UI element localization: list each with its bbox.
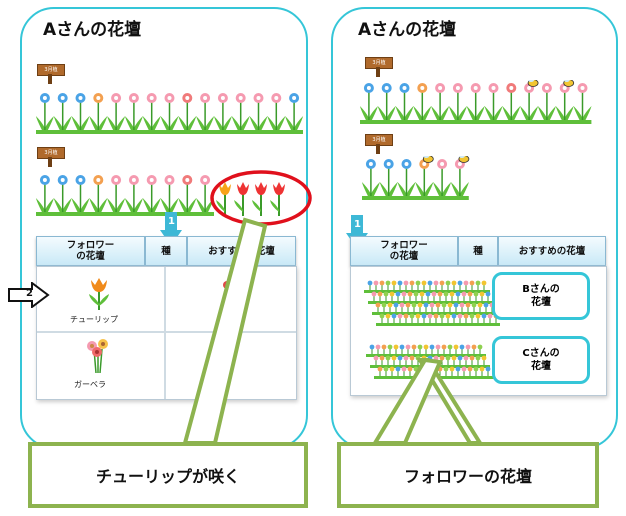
- tulip-group: [216, 182, 285, 216]
- tab-seeds-right[interactable]: 種: [458, 236, 498, 266]
- tab-follower-garden[interactable]: フォロワー の花壇: [36, 236, 145, 266]
- gerbera-icon: [87, 339, 108, 373]
- tulip-icon: [89, 278, 109, 310]
- seed-cell-gerbera[interactable]: ガーベラ: [38, 333, 162, 397]
- left-panel-title: Aさんの花壇: [43, 20, 142, 40]
- follower-garden-b[interactable]: [364, 276, 500, 326]
- right-panel-title: Aさんの花壇: [358, 20, 457, 40]
- tab-follower-garden-right[interactable]: フォロワー の花壇: [350, 236, 458, 266]
- callout-tulip-blooms: チューリップが咲く: [28, 442, 308, 508]
- grid-hline: [37, 331, 296, 333]
- seed-cell-tulip[interactable]: チューリップ: [38, 268, 162, 330]
- right-flowerbed-2: [362, 156, 470, 200]
- bubble-b-garden: Bさんの 花壇: [492, 272, 590, 320]
- right-tab-bar: フォロワー の花壇 種 おすすめの花壇: [350, 236, 606, 266]
- callout-follower-garden: フォロワーの花壇: [337, 442, 599, 508]
- right-step1-number: 1: [354, 219, 361, 230]
- step1-number: 1: [168, 216, 175, 227]
- step2-number: 2: [26, 288, 33, 299]
- bubble-c-garden: Cさんの 花壇: [492, 336, 590, 384]
- left-flowerbed-1: [36, 93, 304, 134]
- tab-seeds[interactable]: 種: [145, 236, 187, 266]
- gerbera-label: ガーベラ: [74, 380, 106, 389]
- tab-recommended-right[interactable]: おすすめの花壇: [498, 236, 606, 266]
- step2-right-arrow: [8, 282, 50, 308]
- tulip-label: チューリップ: [70, 315, 118, 324]
- right-flowerbed-1: [360, 80, 592, 124]
- seed-grid: [36, 266, 297, 400]
- left-flowerbed-2: [36, 175, 214, 216]
- grid-vline: [164, 267, 166, 399]
